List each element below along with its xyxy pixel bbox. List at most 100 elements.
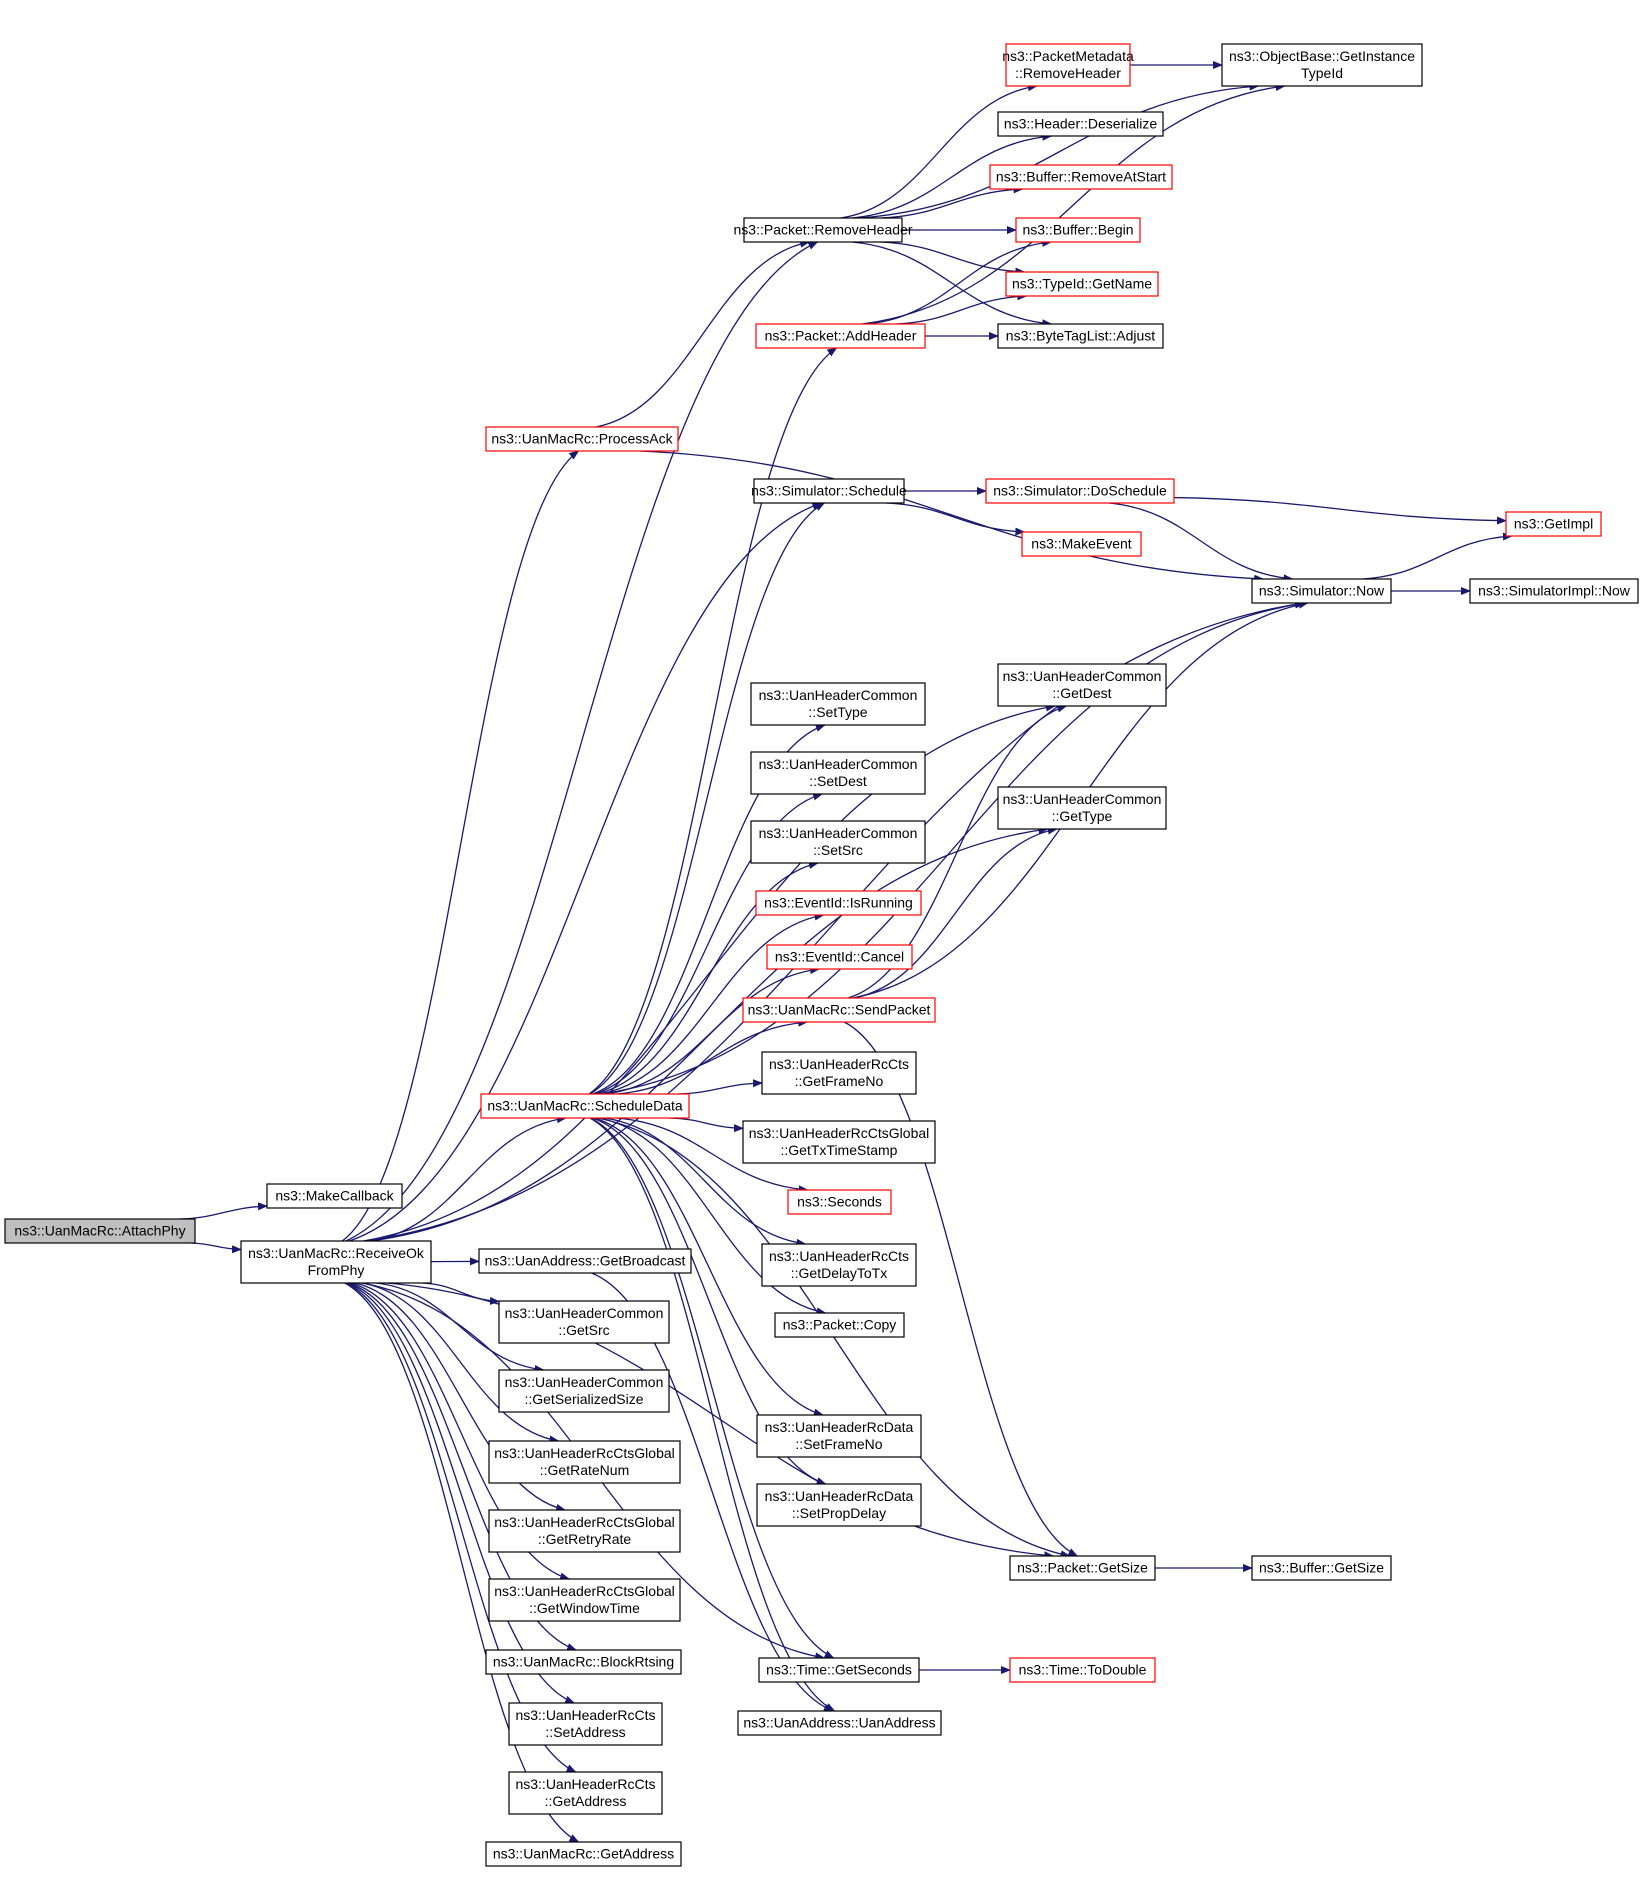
- node-hdr_deserialize[interactable]: ns3::Header::Deserialize: [998, 112, 1163, 136]
- edge-receiveok-to-mac_getaddress: [345, 1283, 579, 1842]
- edge-receiveok-to-scheduledata: [370, 1118, 566, 1241]
- node-sim_now[interactable]: ns3::Simulator::Now: [1252, 579, 1391, 603]
- node-makeevent[interactable]: ns3::MakeEvent: [1022, 532, 1141, 556]
- edge-sendpacket-to-pkt_getsize: [844, 1022, 1077, 1556]
- node-attachphy[interactable]: ns3::UanMacRc::AttachPhy: [5, 1219, 195, 1243]
- node-ctsg_getretryrate[interactable]: ns3::UanHeaderRcCtsGlobal::GetRetryRate: [489, 1510, 680, 1552]
- node-label: ns3::UanMacRc::GetAddress: [493, 1846, 674, 1862]
- node-pkt_removeheader[interactable]: ns3::Packet::RemoveHeader: [734, 218, 913, 242]
- edge-sim_doschedule-to-getimpl: [1174, 498, 1506, 521]
- node-label: ::GetWindowTime: [529, 1600, 640, 1616]
- node-label: ns3::UanHeaderCommon: [759, 825, 918, 841]
- node-cts_getdelaytotx[interactable]: ns3::UanHeaderRcCts::GetDelayToTx: [762, 1244, 916, 1286]
- node-sendpacket[interactable]: ns3::UanMacRc::SendPacket: [743, 998, 935, 1022]
- node-time_getseconds[interactable]: ns3::Time::GetSeconds: [759, 1658, 919, 1682]
- node-label: ns3::Packet::Copy: [783, 1317, 897, 1333]
- node-sim_schedule[interactable]: ns3::Simulator::Schedule: [751, 479, 907, 503]
- node-label: ns3::TypeId::GetName: [1012, 276, 1152, 292]
- node-label: ns3::UanMacRc::AttachPhy: [14, 1223, 185, 1239]
- edge-pkt_removeheader-to-pm_removeheader: [841, 86, 1037, 218]
- node-seconds[interactable]: ns3::Seconds: [788, 1190, 891, 1214]
- node-label: ns3::UanAddress::GetBroadcast: [485, 1253, 686, 1269]
- node-cts_getframeno[interactable]: ns3::UanHeaderRcCts::GetFrameNo: [762, 1052, 916, 1094]
- node-label: ::GetDelayToTx: [791, 1265, 887, 1281]
- nodes-layer: ns3::UanMacRc::AttachPhy ns3::MakeCallbac…: [5, 44, 1638, 1866]
- node-uhc_getsrc[interactable]: ns3::UanHeaderCommon::GetSrc: [499, 1301, 669, 1343]
- node-label: ::GetAddress: [545, 1793, 627, 1809]
- node-pm_removeheader[interactable]: ns3::PacketMetadata::RemoveHeader: [1002, 44, 1134, 86]
- node-mac_getaddress[interactable]: ns3::UanMacRc::GetAddress: [486, 1842, 681, 1866]
- node-data_setframeno[interactable]: ns3::UanHeaderRcData::SetFrameNo: [757, 1415, 921, 1457]
- node-typeid_getname[interactable]: ns3::TypeId::GetName: [1006, 272, 1158, 296]
- node-label: ns3::Time::ToDouble: [1019, 1662, 1147, 1678]
- node-data_setpropdelay[interactable]: ns3::UanHeaderRcData::SetPropDelay: [757, 1484, 921, 1526]
- edge-receiveok-to-pkt_removeheader: [346, 242, 817, 1241]
- node-label: ::GetRateNum: [540, 1462, 629, 1478]
- node-ctsg_getratenum[interactable]: ns3::UanHeaderRcCtsGlobal::GetRateNum: [489, 1441, 680, 1483]
- node-pkt_addheader[interactable]: ns3::Packet::AddHeader: [756, 324, 925, 348]
- node-label: ::GetFrameNo: [795, 1073, 884, 1089]
- node-uaddr_uanaddress[interactable]: ns3::UanAddress::UanAddress: [738, 1711, 941, 1735]
- edge-processack-to-sim_now: [640, 451, 1263, 579]
- node-getimpl[interactable]: ns3::GetImpl: [1506, 512, 1601, 536]
- node-ctsg_gettxtimestamp[interactable]: ns3::UanHeaderRcCtsGlobal::GetTxTimeStam…: [743, 1121, 935, 1163]
- node-sim_doschedule[interactable]: ns3::Simulator::DoSchedule: [986, 479, 1174, 503]
- node-label: ns3::Buffer::GetSize: [1259, 1560, 1384, 1576]
- node-ctsg_getwindowtime[interactable]: ns3::UanHeaderRcCtsGlobal::GetWindowTime: [489, 1579, 680, 1621]
- node-label: TypeId: [1301, 65, 1343, 81]
- node-scheduledata[interactable]: ns3::UanMacRc::ScheduleData: [481, 1094, 689, 1118]
- edge-sim_schedule-to-makeevent: [886, 503, 1024, 532]
- node-btl_adjust[interactable]: ns3::ByteTagList::Adjust: [998, 324, 1163, 348]
- node-label: ns3::Simulator::Schedule: [751, 483, 907, 499]
- node-time_todouble[interactable]: ns3::Time::ToDouble: [1010, 1658, 1155, 1682]
- node-label: ns3::Time::GetSeconds: [766, 1662, 912, 1678]
- node-pkt_getsize[interactable]: ns3::Packet::GetSize: [1010, 1556, 1155, 1580]
- node-ev_cancel[interactable]: ns3::EventId::Cancel: [767, 945, 912, 969]
- node-cts_setaddress[interactable]: ns3::UanHeaderRcCts::SetAddress: [509, 1703, 662, 1745]
- edge-pkt_removeheader-to-ob_getinstance: [859, 86, 1258, 218]
- node-label: ns3::EventId::IsRunning: [764, 895, 913, 911]
- node-label: ns3::UanHeaderCommon: [505, 1374, 664, 1390]
- node-label: ns3::Buffer::Begin: [1022, 222, 1133, 238]
- node-label: ::RemoveHeader: [1015, 65, 1121, 81]
- node-uhc_getserializedsize[interactable]: ns3::UanHeaderCommon::GetSerializedSize: [499, 1370, 669, 1412]
- node-uhc_settype[interactable]: ns3::UanHeaderCommon::SetType: [751, 683, 925, 725]
- edge-pkt_removeheader-to-buf_removeatstart: [881, 189, 1022, 218]
- node-uaddr_getbroadcast[interactable]: ns3::UanAddress::GetBroadcast: [479, 1249, 691, 1273]
- node-ev_isrunning[interactable]: ns3::EventId::IsRunning: [756, 891, 921, 915]
- node-label: ::GetSrc: [558, 1322, 609, 1338]
- node-processack[interactable]: ns3::UanMacRc::ProcessAck: [486, 427, 678, 451]
- edge-attachphy-to-receiveok: [191, 1243, 241, 1250]
- node-buf_removeatstart[interactable]: ns3::Buffer::RemoveAtStart: [990, 165, 1172, 189]
- node-label: ns3::Simulator::DoSchedule: [993, 483, 1167, 499]
- node-label: ::SetPropDelay: [792, 1505, 886, 1521]
- node-simimpl_now[interactable]: ns3::SimulatorImpl::Now: [1470, 579, 1638, 603]
- node-buf_begin[interactable]: ns3::Buffer::Begin: [1016, 218, 1140, 242]
- node-label: ns3::GetImpl: [1514, 516, 1593, 532]
- node-buf_getsize[interactable]: ns3::Buffer::GetSize: [1252, 1556, 1391, 1580]
- node-label: ::SetDest: [809, 773, 867, 789]
- node-label: ns3::UanHeaderCommon: [1003, 791, 1162, 807]
- node-label: ns3::SimulatorImpl::Now: [1478, 583, 1631, 599]
- node-uhc_setsrc[interactable]: ns3::UanHeaderCommon::SetSrc: [751, 821, 925, 863]
- edge-pkt_removeheader-to-typeid_getname: [881, 242, 1025, 272]
- node-label: ns3::UanMacRc::ScheduleData: [487, 1098, 683, 1114]
- node-pkt_copy[interactable]: ns3::Packet::Copy: [775, 1313, 904, 1337]
- node-blockrtsing[interactable]: ns3::UanMacRc::BlockRtsing: [486, 1650, 681, 1674]
- node-uhc_gettype[interactable]: ns3::UanHeaderCommon::GetType: [998, 787, 1166, 829]
- node-uhc_setdest[interactable]: ns3::UanHeaderCommon::SetDest: [751, 752, 925, 794]
- node-label: ns3::MakeCallback: [275, 1188, 394, 1204]
- node-uhc_getdest[interactable]: ns3::UanHeaderCommon::GetDest: [998, 664, 1166, 706]
- edge-scheduledata-to-ctsg_gettxtimestamp: [670, 1118, 743, 1128]
- edge-attachphy-to-makecallback: [180, 1206, 267, 1219]
- node-makecallback[interactable]: ns3::MakeCallback: [267, 1184, 402, 1208]
- node-label: ns3::UanHeaderRcCtsGlobal: [494, 1514, 675, 1530]
- node-label: ::SetAddress: [545, 1724, 625, 1740]
- node-label: ns3::MakeEvent: [1031, 536, 1131, 552]
- node-cts_getaddress[interactable]: ns3::UanHeaderRcCts::GetAddress: [509, 1772, 662, 1814]
- edge-scheduledata-to-sim_now: [602, 603, 1304, 1094]
- node-label: ns3::UanHeaderCommon: [759, 756, 918, 772]
